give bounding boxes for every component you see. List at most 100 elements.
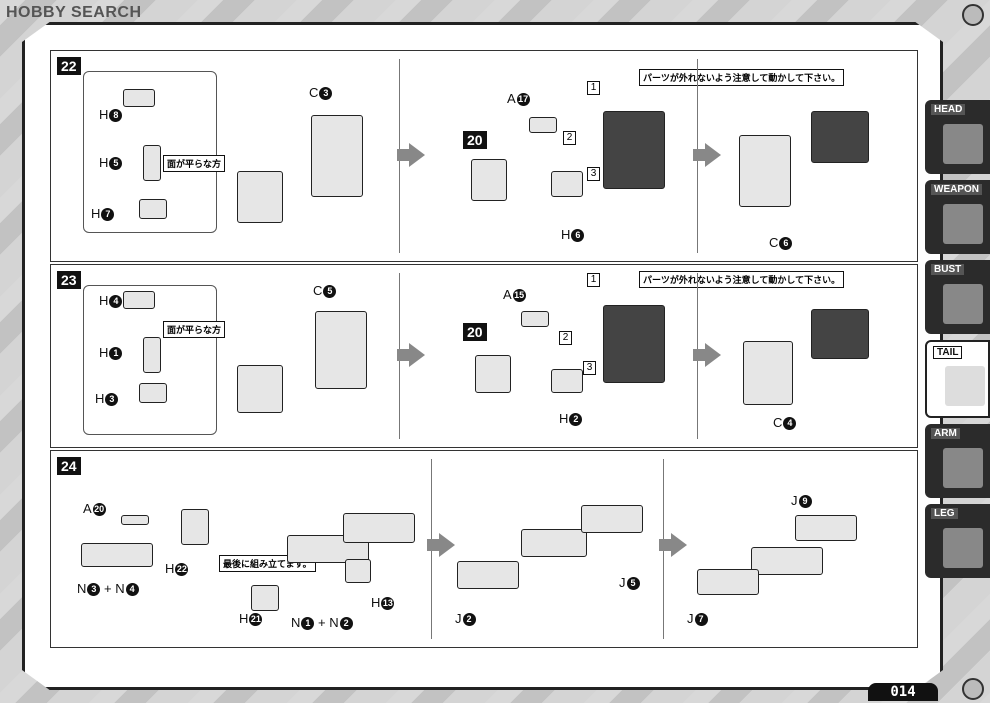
- assembled-tail-piece: [521, 529, 587, 557]
- tab-tail[interactable]: TAIL: [925, 340, 990, 418]
- tab-weapon[interactable]: WEAPON: [925, 180, 990, 254]
- part-h7: [139, 199, 167, 219]
- part-h22: [181, 509, 209, 545]
- order-number: 1: [587, 273, 600, 287]
- assembled-body: [811, 111, 869, 163]
- next-arrow-icon: [427, 533, 455, 557]
- part-a17: [529, 117, 557, 133]
- tab-head[interactable]: HEAD: [925, 100, 990, 174]
- part-c5: [315, 311, 367, 389]
- part-h3: [139, 383, 167, 403]
- step-number: 22: [57, 57, 81, 75]
- subassembly-piece: [237, 365, 283, 413]
- assembled-tail-piece: [751, 547, 823, 575]
- next-arrow-icon: [659, 533, 687, 557]
- subassembly-box: [83, 285, 217, 435]
- part-h1: [143, 337, 161, 373]
- part-h6: [551, 171, 583, 197]
- tab-leg[interactable]: LEG: [925, 504, 990, 578]
- tab-label: LEG: [931, 508, 958, 519]
- part-c6: [739, 135, 791, 207]
- leg-icon: [943, 528, 983, 568]
- tab-arm[interactable]: ARM: [925, 424, 990, 498]
- part-a20: [121, 515, 149, 525]
- arm-icon: [943, 448, 983, 488]
- tab-label: BUST: [931, 264, 965, 275]
- order-number: 3: [587, 167, 600, 181]
- tab-label: WEAPON: [931, 184, 982, 195]
- tab-label: HEAD: [931, 104, 966, 115]
- next-arrow-icon: [693, 143, 721, 167]
- part-h21: [251, 585, 279, 611]
- order-number: 2: [563, 131, 576, 145]
- caution-note: パーツが外れないよう注意して動かして下さい。: [639, 69, 845, 86]
- assembled-body: [603, 111, 665, 189]
- weapon-icon: [943, 204, 983, 244]
- part-n3-n4: [81, 543, 153, 567]
- part-h8: [123, 89, 155, 107]
- part-c4: [743, 341, 793, 405]
- head-icon: [943, 124, 983, 164]
- watermark: HOBBY SEARCH: [6, 4, 142, 21]
- part-number-20: 20: [463, 131, 487, 149]
- tab-bust[interactable]: BUST: [925, 260, 990, 334]
- section-tabs: HEAD WEAPON BUST TAIL ARM LEG: [925, 100, 990, 584]
- part-j5: [581, 505, 643, 533]
- flat-side-note: 面が平らな方: [163, 155, 226, 172]
- next-arrow-icon: [693, 343, 721, 367]
- part-20: [471, 159, 507, 201]
- assembled-tail-piece: [343, 513, 415, 543]
- page-number: 014: [868, 683, 938, 701]
- screw-icon: [962, 4, 984, 26]
- next-arrow-icon: [397, 343, 425, 367]
- part-20: [475, 355, 511, 393]
- bust-icon: [943, 284, 983, 324]
- order-number: 2: [559, 331, 572, 345]
- subassembly-box: [83, 71, 217, 233]
- part-a15: [521, 311, 549, 327]
- part-h4: [123, 291, 155, 309]
- flat-side-note: 面が平らな方: [163, 321, 226, 338]
- part-j9: [795, 515, 857, 541]
- caution-note: パーツが外れないよう注意して動かして下さい。: [639, 271, 845, 288]
- tab-label: TAIL: [933, 346, 963, 359]
- assembled-body: [603, 305, 665, 383]
- part-j2: [457, 561, 519, 589]
- part-j7: [697, 569, 759, 595]
- tail-icon: [945, 366, 985, 406]
- tab-label: ARM: [931, 428, 960, 439]
- step-number: 24: [57, 457, 81, 475]
- subassembly-piece: [237, 171, 283, 223]
- next-arrow-icon: [397, 143, 425, 167]
- part-h2: [551, 369, 583, 393]
- order-number: 1: [587, 81, 600, 95]
